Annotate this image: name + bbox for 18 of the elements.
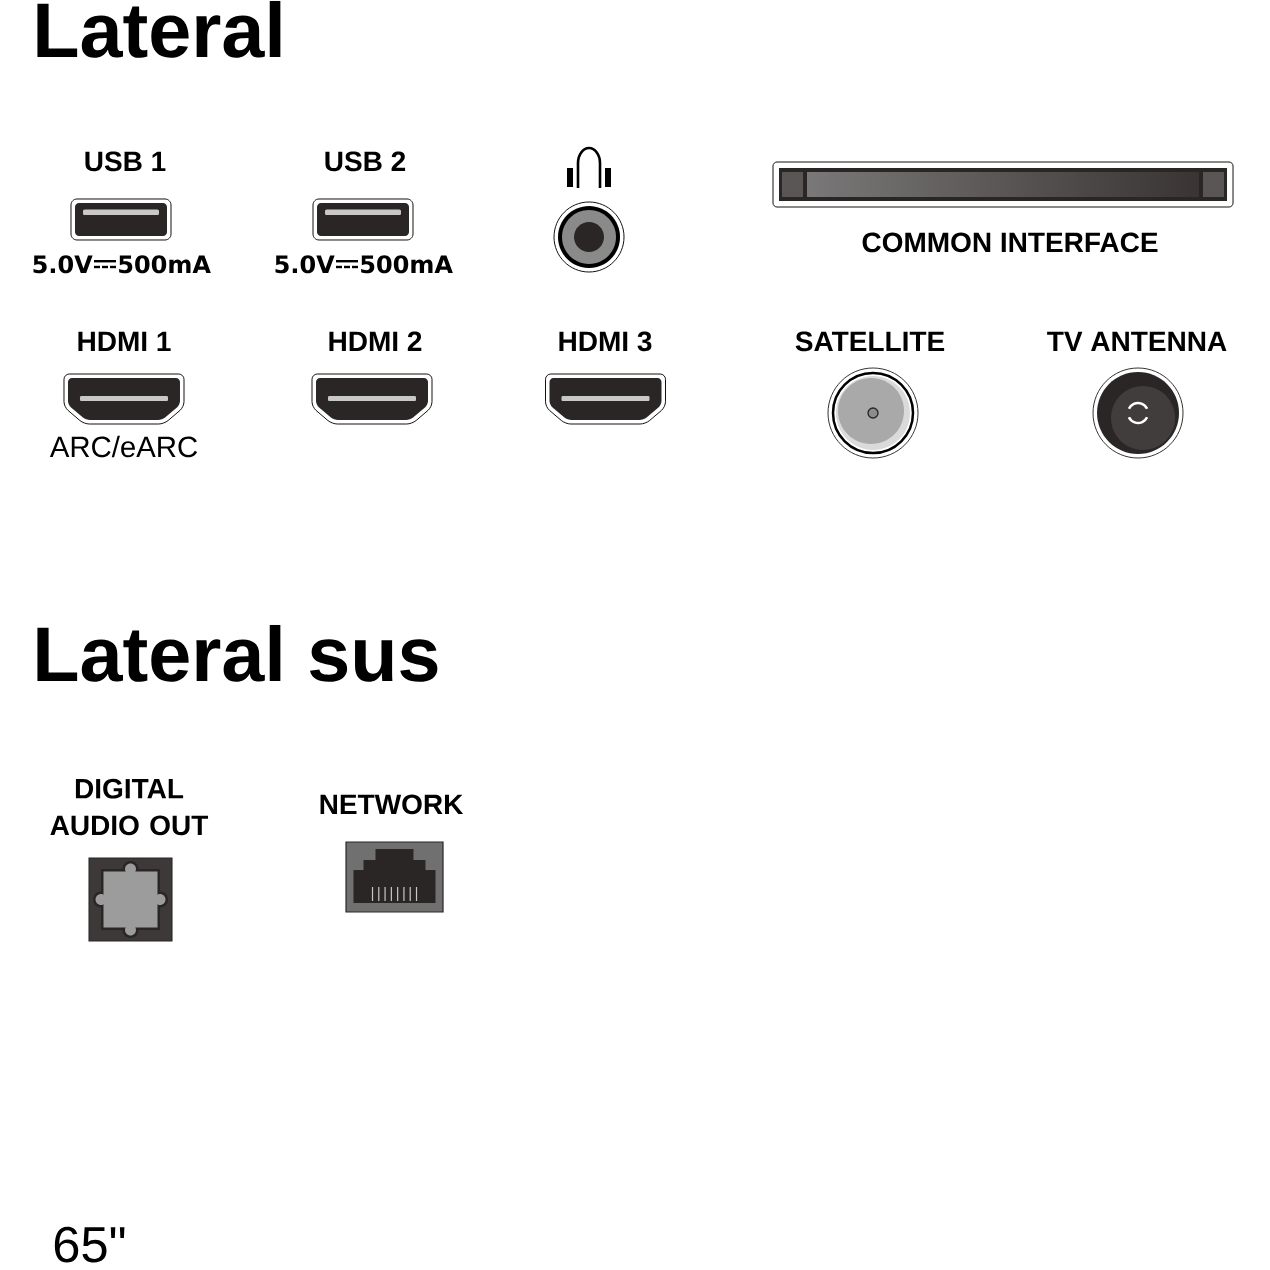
port-label: SATELLITE bbox=[795, 331, 945, 352]
port-label: TV ANTENNA bbox=[1047, 331, 1227, 351]
port-label: HDMI 3 bbox=[559, 331, 652, 352]
port-note: 500mA bbox=[119, 255, 211, 274]
port-label: COMMON INTERFACE bbox=[862, 232, 1158, 253]
port-label: USB 1 bbox=[85, 151, 166, 172]
port-label: HDMI 1 bbox=[78, 331, 171, 351]
port-note: 5.0V bbox=[33, 255, 93, 274]
size-label: 65" bbox=[54, 1226, 125, 1263]
port-label: DIGITAL AUDIO OUT bbox=[50, 778, 209, 836]
port-label: HDMI 2 bbox=[329, 331, 422, 351]
port-label: NETWORK bbox=[320, 794, 464, 815]
port-label: USB 2 bbox=[325, 151, 406, 172]
port-note: 500mA bbox=[361, 255, 453, 274]
section-heading: Lateral sus bbox=[37, 624, 438, 682]
port-note: ARC/eARC bbox=[49, 435, 198, 458]
port-note: 5.0V bbox=[275, 255, 335, 274]
section-heading: Lateral bbox=[37, 0, 281, 58]
